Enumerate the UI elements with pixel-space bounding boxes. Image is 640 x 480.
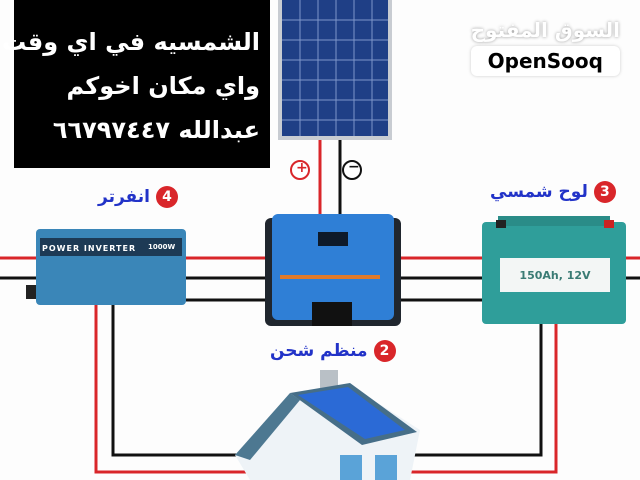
label-solar-panel: 3 لوح شمسي — [490, 181, 616, 203]
inverter-brand-text: POWER INVERTER — [42, 244, 137, 253]
battery-rating: 150Ah, 12V — [500, 258, 610, 292]
label-inverter: 4 انفرتر — [98, 186, 178, 208]
label-charge-controller-text: منظم شحن — [270, 341, 368, 361]
badge-4: 4 — [155, 186, 178, 208]
negative-terminal-icon — [342, 160, 362, 180]
positive-terminal-icon — [290, 160, 310, 180]
solar-panel — [278, 0, 392, 140]
charge-controller — [265, 214, 401, 326]
brand-arabic: السوق المفتوح — [470, 18, 620, 42]
label-inverter-text: انفرتر — [98, 187, 150, 207]
brand-english: OpenSooq — [470, 46, 620, 76]
power-inverter — [26, 229, 186, 305]
label-charge-controller: 2 منظم شحن — [270, 340, 396, 362]
ad-text-box: الشمسيه في اي وقت واي مكان اخوكم عبدالله… — [2, 0, 270, 168]
badge-2: 2 — [373, 340, 396, 362]
label-solar-panel-text: لوح شمسي — [490, 182, 588, 202]
inverter-watt: 1000W — [148, 243, 176, 251]
negative-sign: − — [348, 159, 360, 175]
ad-line-3: عبدالله ٦٦٧٩٧٤٤٧ — [52, 116, 260, 144]
opensooq-watermark: السوق المفتوح OpenSooq — [470, 18, 620, 76]
positive-sign: + — [296, 160, 308, 176]
ad-line-1: الشمسيه في اي وقت — [2, 28, 260, 56]
badge-3: 3 — [593, 181, 616, 203]
solar-house — [235, 370, 420, 480]
ad-line-2: واي مكان اخوكم — [66, 72, 260, 100]
